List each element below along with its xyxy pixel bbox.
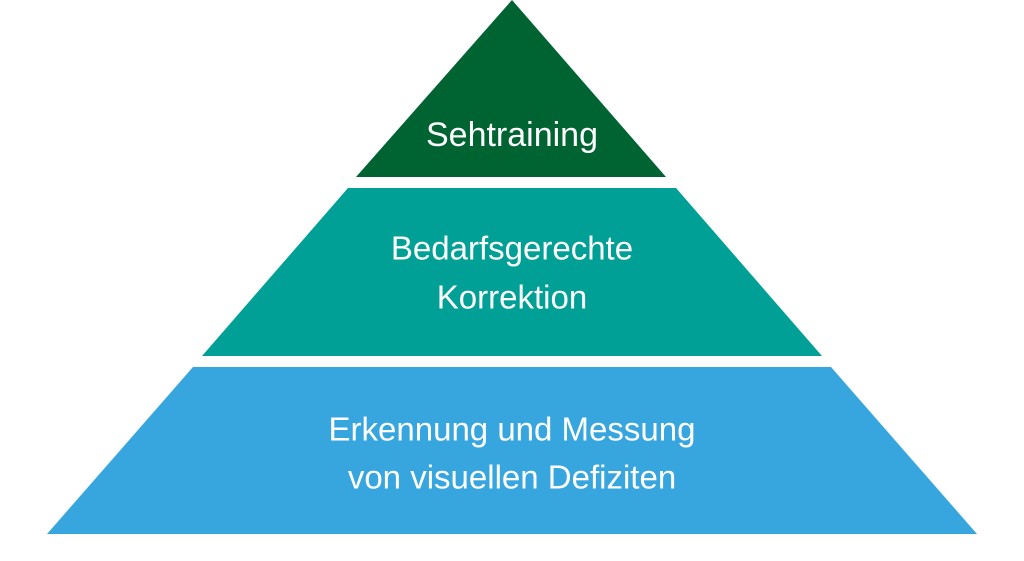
pyramid-tier-bottom [47, 367, 977, 534]
tier-bottom-label-line-1: Erkennung und Messung [329, 411, 696, 448]
tier-middle-label-line-2: Korrektion [437, 279, 587, 316]
pyramid-tier-top [356, 0, 666, 177]
tier-middle-label-line-1: Bedarfsgerechte [391, 230, 633, 267]
tier-bottom-label-line-2: von visuellen Defiziten [348, 459, 676, 496]
pyramid-tier-middle [202, 188, 822, 356]
tier-top-label: Sehtraining [426, 116, 598, 154]
